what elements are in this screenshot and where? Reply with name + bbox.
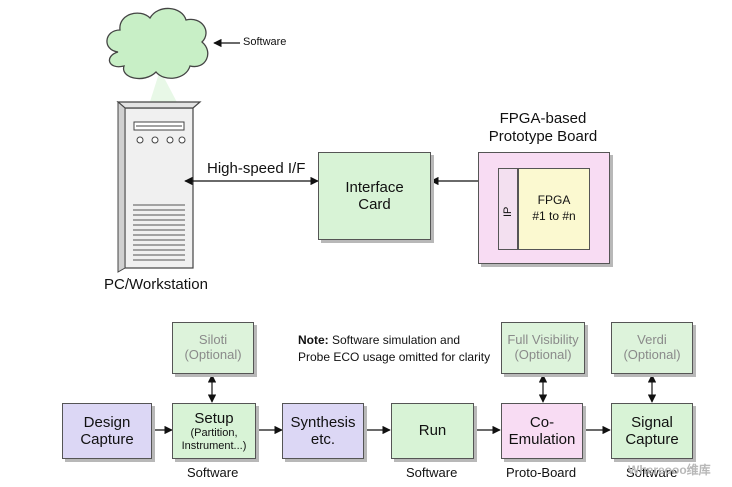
siloti-line2: (Optional): [184, 347, 242, 362]
siloti-box: Siloti (Optional): [172, 322, 254, 374]
synthesis-box: Synthesis etc.: [282, 403, 364, 459]
full-visibility-line2: (Optional): [514, 347, 572, 362]
high-speed-if-label: High-speed I/F: [207, 160, 306, 177]
note-line1: Software simulation and: [328, 333, 461, 347]
interface-card-line1: Interface: [345, 178, 404, 196]
siloti-line1: Siloti: [198, 332, 228, 348]
design-capture-box: Design Capture: [62, 403, 152, 459]
interface-card-box: Interface Card: [318, 152, 431, 240]
pc-workstation-label: PC/Workstation: [104, 276, 208, 293]
co-emulation-line2: Emulation: [508, 431, 576, 448]
design-capture-line1: Design: [83, 413, 131, 431]
full-visibility-box: Full Visibility (Optional): [501, 322, 585, 374]
setup-box: Setup (Partition, Instrument...): [172, 403, 256, 459]
note-text: Note: Software simulation and Probe ECO …: [298, 332, 490, 367]
cloud-icon: [106, 7, 209, 108]
verdi-box: Verdi (Optional): [611, 322, 693, 374]
board-title-line2: Prototype Board: [488, 128, 598, 145]
pc-tower-icon: [116, 100, 202, 273]
setup-caption: Software: [187, 465, 239, 480]
verdi-line1: Verdi: [637, 332, 667, 348]
ip-block: IP: [498, 168, 518, 250]
watermark: Whereooo维库: [628, 463, 711, 477]
synthesis-line2: etc.: [310, 431, 336, 448]
run-caption: Software: [406, 465, 458, 480]
synthesis-line1: Synthesis: [290, 413, 356, 431]
note-line2: Probe ECO usage omitted for clarity: [298, 350, 491, 365]
signal-capture-line2: Capture: [625, 431, 679, 448]
ip-label: IP: [502, 206, 514, 217]
board-title-line1: FPGA-based: [499, 110, 587, 127]
fpga-label-line2: #1 to #n: [532, 209, 576, 223]
signal-capture-box: Signal Capture: [611, 403, 693, 459]
co-emulation-box: Co- Emulation: [501, 403, 583, 459]
full-visibility-line1: Full Visibility: [507, 332, 579, 348]
note-bold: Note:: [298, 333, 329, 347]
setup-sub2: Instrument...): [181, 439, 247, 452]
run-box: Run: [391, 403, 474, 459]
signal-capture-caption: Software: [626, 465, 678, 480]
verdi-line2: (Optional): [623, 347, 681, 362]
board-title: FPGA-based Prototype Board: [476, 110, 610, 146]
software-label: Software: [243, 36, 287, 48]
design-capture-line2: Capture: [80, 431, 134, 448]
run-label: Run: [418, 422, 447, 440]
interface-card-line2: Card: [358, 196, 391, 213]
setup-sub1: (Partition,: [190, 426, 238, 439]
signal-capture-line1: Signal: [631, 413, 673, 431]
fpga-block: FPGA #1 to #n: [518, 168, 590, 250]
fpga-label-line1: FPGA: [537, 193, 571, 208]
co-emulation-line1: Co-: [529, 413, 555, 431]
setup-title: Setup: [194, 409, 234, 427]
co-emulation-caption: Proto-Board: [506, 465, 577, 480]
